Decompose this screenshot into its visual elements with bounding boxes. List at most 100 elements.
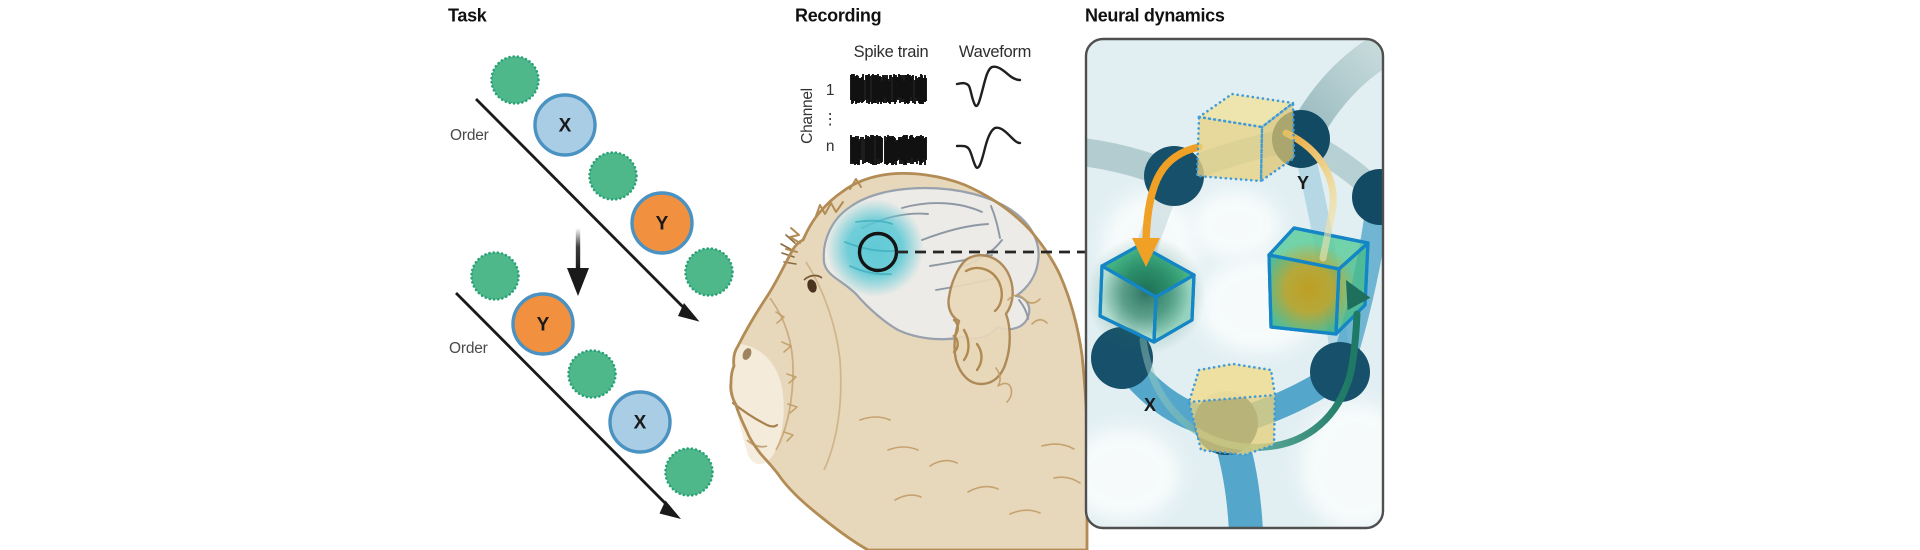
polygon-shape — [1195, 115, 1264, 183]
path-shape — [780, 243, 793, 251]
order-arrow-1 — [475, 98, 700, 322]
item-letter: Y — [537, 315, 550, 336]
path-shape — [964, 266, 1003, 313]
spike-train-channel-1 — [850, 74, 927, 104]
eyelid-line — [803, 274, 823, 281]
recording-title: Recording — [795, 6, 881, 26]
monkey-head-outline — [729, 172, 1089, 550]
item-circle-y — [511, 292, 575, 356]
path-shape — [921, 223, 989, 241]
ephys-traces: Spike train Waveform Channel 1 ⋮ n — [799, 43, 1031, 170]
monkey-head — [729, 172, 1089, 550]
path-shape — [1009, 509, 1041, 515]
channel-axis-label: Channel — [799, 88, 816, 144]
brow-strokes — [780, 234, 797, 265]
channel-tick-n: n — [826, 138, 834, 155]
polygon-shape — [1187, 362, 1277, 457]
path-shape — [1345, 310, 1361, 383]
y-to-x-orange-arrow — [1132, 143, 1203, 267]
path-shape — [929, 459, 958, 467]
monkey-face-details — [731, 234, 823, 448]
spike-train-label: Spike train — [854, 43, 929, 61]
ghost-state-top — [1195, 92, 1297, 184]
monkey-ear — [947, 254, 1014, 386]
path-shape — [1053, 476, 1081, 484]
path-shape — [1041, 443, 1075, 450]
ellipse-shape — [1300, 402, 1383, 528]
nostril — [742, 348, 752, 360]
order-label-2: Order — [449, 340, 488, 357]
path-shape — [787, 403, 798, 414]
cheek-line — [805, 261, 842, 471]
sequence-item-x: X — [608, 390, 672, 454]
right-cube-glow — [1269, 242, 1356, 334]
sequence-item-x: X — [533, 93, 597, 157]
ellipse-shape — [1086, 428, 1180, 520]
monkey-fur-strokes — [775, 294, 1081, 515]
sequence-item-y: Y — [511, 292, 575, 356]
arrowhead-1 — [678, 303, 700, 322]
state-label-x: X — [1144, 395, 1156, 415]
ghost-top-face — [1199, 94, 1293, 127]
g-shape — [1098, 243, 1196, 344]
path-shape — [849, 265, 892, 276]
monkey-muzzle — [731, 344, 784, 465]
path-shape — [844, 241, 895, 253]
g-shape: Y X — [1086, 39, 1383, 528]
ear-shape — [947, 254, 1014, 386]
g-shape — [1195, 92, 1297, 184]
waveform-channel-n — [955, 126, 1022, 170]
path-shape — [962, 328, 970, 362]
panel-recording: Recording — [729, 6, 1089, 550]
polygon-shape — [1195, 92, 1297, 129]
path-shape — [1007, 294, 1041, 304]
item-letter: X — [634, 413, 647, 434]
path-shape — [855, 219, 893, 225]
panel-neural-dynamics: Neural dynamics — [1084, 6, 1385, 530]
path-shape — [781, 252, 795, 258]
path-shape — [1018, 299, 1029, 320]
polygon-shape — [1152, 273, 1196, 344]
ghost-state-bottom — [1187, 362, 1277, 457]
arrowhead-2 — [659, 500, 681, 519]
path-shape — [775, 311, 785, 324]
state-cube-right — [1267, 226, 1370, 336]
ghost-front-face — [1197, 117, 1262, 181]
distractor-circle — [470, 251, 520, 301]
path-shape — [815, 201, 844, 217]
order-label-1: Order — [450, 127, 489, 144]
distractor-circle — [490, 55, 540, 105]
path-shape — [995, 367, 1013, 403]
distractor-circle — [588, 151, 638, 201]
path-shape — [783, 431, 794, 442]
task-title: Task — [448, 6, 488, 26]
path-shape — [785, 234, 796, 244]
task-sequence-2: Order Y X — [449, 251, 714, 519]
distractor-circle — [567, 349, 617, 399]
line-shape — [475, 98, 689, 313]
path-shape — [781, 341, 792, 353]
path-shape — [1142, 143, 1203, 244]
distractor-circle — [684, 247, 734, 297]
state-cube-left — [1086, 235, 1206, 355]
item-circle-x — [608, 390, 672, 454]
y-transition-arc — [1282, 129, 1337, 262]
line-shape — [455, 292, 670, 508]
neural-dynamics-panel-border — [1084, 37, 1385, 530]
path-shape — [901, 202, 983, 213]
rect-shape — [575, 228, 581, 270]
polygon-shape — [1346, 280, 1371, 311]
channel-tick-1: 1 — [826, 82, 834, 99]
mouth-line — [731, 401, 779, 428]
path-shape — [887, 446, 919, 451]
item-circle-x — [533, 93, 597, 157]
highlight-sulci — [844, 219, 895, 276]
distractor-circle — [664, 447, 714, 497]
muzzle-boundary — [769, 297, 794, 451]
item-letter: X — [559, 116, 572, 137]
item-circle-y — [630, 191, 694, 255]
path-shape — [975, 342, 983, 372]
ear-inner-lines — [952, 266, 1003, 372]
path-shape — [894, 494, 922, 501]
